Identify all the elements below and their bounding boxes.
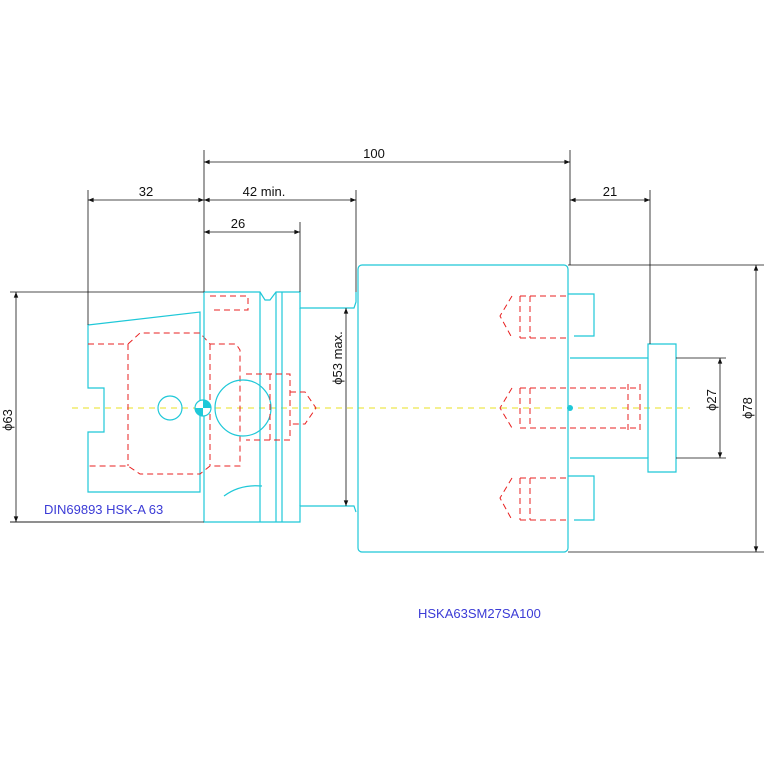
dimension-26: 26 xyxy=(204,216,301,292)
axis-marker-icon xyxy=(567,405,573,411)
dimension-42: 42 min. xyxy=(204,184,357,292)
dimension-phi53: ϕ53 max. xyxy=(330,307,349,507)
part-number-label: HSKA63SM27SA100 xyxy=(418,606,541,621)
dim-21-text: 21 xyxy=(603,184,617,199)
dim-100-text: 100 xyxy=(363,146,385,161)
shank-hidden-lines xyxy=(88,332,241,475)
dimension-32: 32 xyxy=(87,184,204,325)
flange-hidden-lines xyxy=(210,295,317,441)
body-hidden-lines xyxy=(499,295,641,521)
gauge-point-icon xyxy=(194,399,212,417)
dimension-phi27: ϕ27 xyxy=(676,357,726,459)
dimension-100: 100 xyxy=(203,146,571,292)
standard-label: DIN69893 HSK-A 63 xyxy=(44,502,163,517)
dim-26-text: 26 xyxy=(231,216,245,231)
dimension-21: 21 xyxy=(570,184,651,344)
dimension-phi63: ϕ63 xyxy=(0,291,204,523)
dim-42-text: 42 min. xyxy=(243,184,286,199)
dim-phi63-text: ϕ63 xyxy=(0,409,15,431)
dim-32-text: 32 xyxy=(139,184,153,199)
dim-phi53-text: ϕ53 max. xyxy=(330,331,345,385)
dim-phi78-text: ϕ78 xyxy=(740,397,755,419)
flange xyxy=(203,291,357,523)
dim-phi27-text: ϕ27 xyxy=(704,389,719,411)
dimension-phi78: ϕ78 xyxy=(568,264,764,553)
hsk-shank xyxy=(87,311,201,493)
